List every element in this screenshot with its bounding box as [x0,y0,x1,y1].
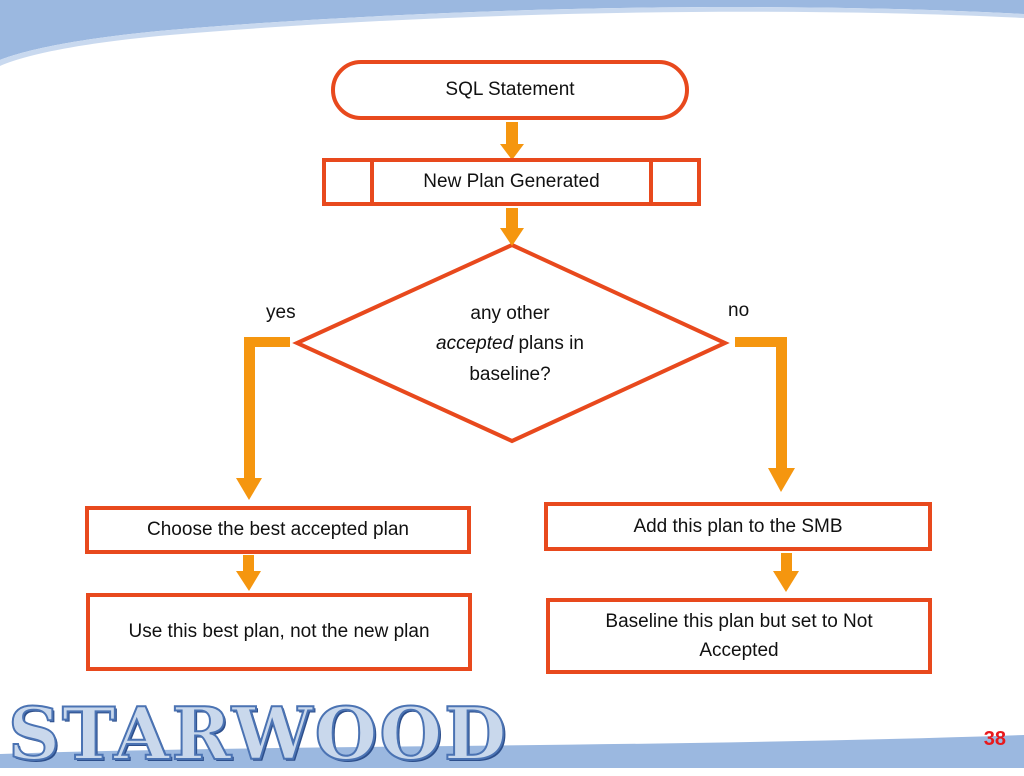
no-branch-label: no [728,300,750,321]
header-band [0,0,1024,60]
arrow-newplan-to-decision-shaft [506,208,518,230]
use-best-plan-label: Use this best plan, not the new plan [128,621,430,643]
choose-best-plan-label: Choose the best accepted plan [147,519,409,541]
arrow-add-to-baseline-head [773,571,799,592]
decision-label: any other accepted plans in baseline? [405,299,615,390]
add-to-smb-label: Add this plan to the SMB [633,515,843,537]
yes-branch-label: yes [266,302,296,323]
header-band-highlight [0,7,1024,67]
sql-statement-label: SQL Statement [445,79,575,101]
decision-diamond [292,242,730,444]
no-branch-horizontal [735,337,787,347]
decision-line-2: accepted plans in [405,329,615,359]
arrow-choose-to-use-head [236,571,261,591]
use-best-plan-node: Use this best plan, not the new plan [86,593,472,671]
decision-emphasis: accepted [436,333,514,355]
arrow-add-to-baseline-shaft [781,553,792,573]
decision-line-2-rest: plans in [513,333,584,355]
connectors [236,122,799,592]
yes-branch-vertical [244,337,255,480]
baseline-not-accepted-node: Baseline this plan but set to Not Accept… [546,598,932,674]
yes-branch-horizontal [244,337,290,347]
predefined-process-left-bar [370,162,374,202]
decision-line-3: baseline? [469,363,551,385]
choose-best-plan-node: Choose the best accepted plan [85,506,471,554]
add-to-smb-node: Add this plan to the SMB [544,502,932,551]
yes-branch-arrowhead [236,478,262,500]
starwood-logo: STARWOOD [7,691,509,776]
arrow-newplan-to-decision-head [500,228,524,246]
arrow-sql-to-newplan-shaft [506,122,518,146]
no-branch-arrowhead [768,468,795,492]
baseline-not-accepted-label: Baseline this plan but set to Not Accept… [605,610,873,661]
page-number: 38 [983,728,1006,750]
sql-statement-node: SQL Statement [331,60,689,120]
new-plan-generated-node: New Plan Generated [322,158,701,206]
new-plan-generated-label: New Plan Generated [423,171,600,193]
arrow-sql-to-newplan-head [500,144,524,160]
arrow-choose-to-use-shaft [243,555,254,573]
predefined-process-right-bar [649,162,653,202]
footer-band [0,735,1024,768]
decision-line-1: any other [470,303,550,324]
no-branch-vertical [776,337,787,470]
